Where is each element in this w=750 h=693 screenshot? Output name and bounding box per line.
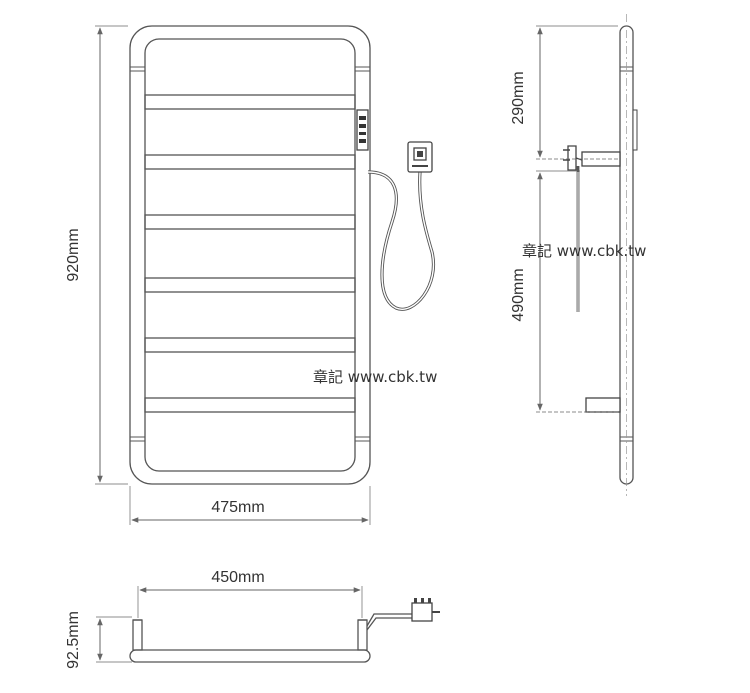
top-bar bbox=[129, 649, 371, 663]
upper-dimension-label: 290mm bbox=[510, 71, 527, 124]
depth-dimension-label: 92.5mm bbox=[65, 611, 82, 669]
power-cable bbox=[367, 170, 436, 311]
front-dimensions bbox=[95, 25, 371, 525]
rung-5 bbox=[144, 337, 356, 353]
top-cable bbox=[366, 613, 412, 627]
front-frame-inner bbox=[144, 38, 356, 472]
front-watermark: 章記 www.cbk.tw bbox=[313, 368, 437, 386]
lower-wall-bracket bbox=[585, 397, 621, 413]
rung-4 bbox=[144, 277, 356, 293]
rung-1 bbox=[144, 94, 356, 110]
top-dimensions bbox=[96, 586, 363, 663]
side-view bbox=[563, 14, 638, 496]
rung-3 bbox=[144, 214, 356, 230]
side-dimensions bbox=[536, 25, 618, 413]
control-box bbox=[356, 109, 369, 151]
top-plug bbox=[411, 598, 440, 622]
width-dimension-label: 475mm bbox=[211, 499, 264, 516]
front-view bbox=[129, 25, 436, 485]
rung-6 bbox=[144, 397, 356, 413]
height-dimension-label: 920mm bbox=[65, 228, 82, 281]
top-width-dimension-label: 450mm bbox=[211, 569, 264, 586]
rungs bbox=[144, 94, 356, 413]
power-plug bbox=[407, 141, 433, 173]
rung-2 bbox=[144, 154, 356, 170]
top-left-arm bbox=[132, 619, 143, 651]
top-right-arm bbox=[357, 619, 368, 651]
side-watermark: 章記 www.cbk.tw bbox=[522, 242, 646, 260]
upper-wall-bracket bbox=[563, 145, 621, 312]
lower-dimension-label: 490mm bbox=[510, 268, 527, 321]
frame-joints bbox=[130, 66, 370, 442]
front-frame-outer bbox=[129, 25, 371, 485]
top-view bbox=[129, 598, 440, 663]
